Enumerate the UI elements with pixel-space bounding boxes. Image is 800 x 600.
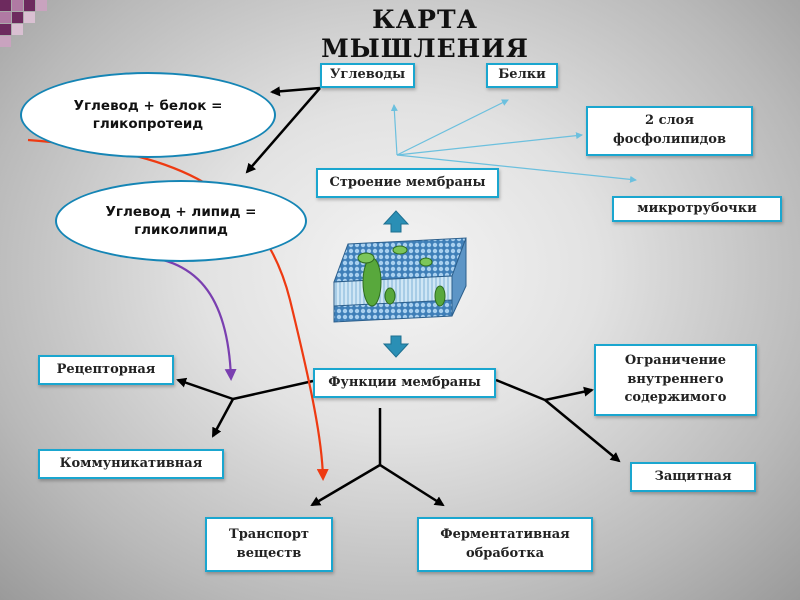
glycoprotein-ellipse: Углевод + белок = гликопротеид: [20, 72, 276, 158]
phospholipids-box: 2 слоя фосфолипидов: [586, 106, 753, 156]
page-title: КАРТА МЫШЛЕНИЯ: [321, 5, 529, 63]
enzymatic-label: Ферментативная обработка: [440, 526, 570, 561]
proteins-label: Белки: [498, 67, 546, 83]
carbohydrates-label: Углеводы: [329, 67, 406, 83]
microtubules-label: микротрубочки: [637, 200, 757, 216]
restriction-label: Ограничение внутреннего содержимого: [624, 352, 727, 406]
protective-label: Защитная: [654, 468, 732, 484]
arrow-down-icon: [382, 335, 410, 358]
membrane-functions-label: Функции мембраны: [328, 374, 481, 390]
phospholipids-label: 2 слоя фосфолипидов: [612, 113, 727, 147]
enzymatic-box: Ферментативная обработка: [417, 517, 593, 572]
glycolipid-ellipse: Углевод + липид = гликолипид: [55, 180, 307, 262]
carbohydrate-branch-arrows: [245, 86, 321, 174]
receptor-box: Рецепторная: [38, 355, 174, 385]
corner-decoration: [0, 0, 60, 48]
communicative-label: Коммуникативная: [59, 455, 203, 471]
restriction-box: Ограничение внутреннего содержимого: [594, 344, 757, 416]
carbohydrates-box: Углеводы: [320, 63, 415, 88]
glycoprotein-label: Углевод + белок = гликопротеид: [73, 97, 223, 132]
cell-membrane-illustration: [333, 237, 467, 323]
membrane-functions-box: Функции мембраны: [313, 368, 496, 398]
transport-label: Транспорт веществ: [229, 526, 309, 561]
microtubules-box: микротрубочки: [612, 196, 782, 222]
membrane-structure-label: Строение мембраны: [329, 174, 486, 190]
structure-fan-lines: [390, 99, 637, 183]
proteins-box: Белки: [486, 63, 558, 88]
glycolipid-label: Углевод + липид = гликолипид: [105, 203, 257, 238]
transport-box: Транспорт веществ: [205, 517, 333, 572]
communicative-box: Коммуникативная: [38, 449, 224, 479]
membrane-structure-box: Строение мембраны: [316, 168, 499, 198]
arrow-up-icon: [382, 210, 410, 233]
function-tree-arrows: [176, 377, 621, 507]
receptor-label: Рецепторная: [56, 361, 156, 377]
protective-box: Защитная: [630, 462, 756, 492]
